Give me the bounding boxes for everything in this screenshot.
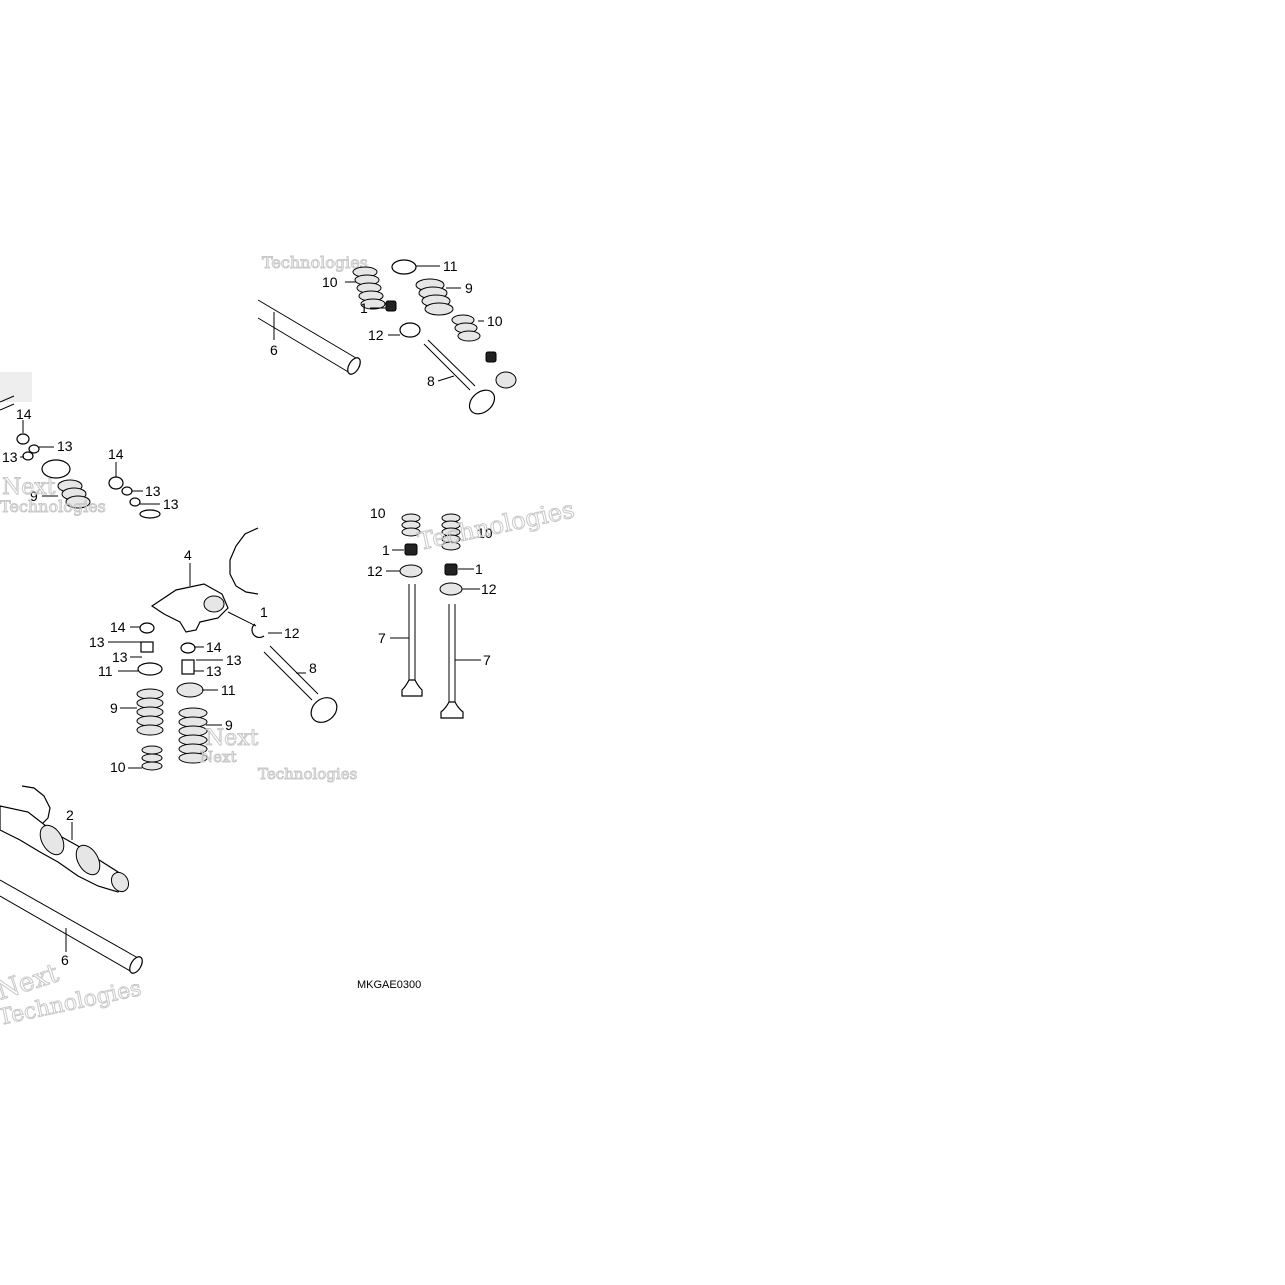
valve-7a-part — [401, 584, 423, 697]
callout-11: 11 — [443, 258, 458, 274]
callout-4: 4 — [184, 547, 192, 563]
spring-seat-12b-part — [439, 582, 463, 596]
rocker-arm-4-part — [150, 583, 229, 633]
callout-6: 6 — [270, 342, 278, 358]
callout-13: 13 — [206, 663, 222, 679]
retainer-11b-part — [176, 682, 204, 698]
spring-seat-12-part — [399, 322, 421, 338]
valve-7b-part — [440, 604, 464, 719]
callout-10: 10 — [477, 525, 493, 541]
shim-14-part — [16, 433, 30, 445]
spring-10b-part — [441, 513, 461, 551]
spring-9a-part — [136, 688, 164, 736]
callout-13: 13 — [112, 649, 128, 665]
callout-10: 10 — [370, 505, 386, 521]
spring-9b-part — [178, 707, 208, 764]
watermark-text: Technologies — [258, 765, 357, 783]
cotter-13-part — [140, 641, 154, 653]
valve-spring-10-part — [352, 266, 386, 310]
spring-10-part — [141, 745, 163, 771]
callout-1: 1 — [475, 561, 483, 577]
drawing-code: MKGAE0300 — [357, 979, 421, 991]
cotter-13c-part — [121, 486, 133, 496]
stem-seal-1a-part — [404, 543, 418, 556]
callout-7: 7 — [483, 652, 491, 668]
callout-12: 12 — [368, 327, 384, 343]
callout-1: 1 — [382, 542, 390, 558]
shim-14b-part — [180, 642, 196, 654]
retainer-11-part — [137, 662, 163, 676]
watermark-text: Technologies — [0, 497, 106, 516]
callout-7: 7 — [378, 630, 386, 646]
cotter-13d-part — [129, 497, 141, 507]
rocker-shaft-part — [257, 299, 361, 375]
callout-13: 13 — [163, 496, 179, 512]
panel-rocker-arm: 4 1 12 8 14 13 13 14 13 13 11 11 9 9 10 … — [89, 527, 358, 784]
callout-1: 1 — [360, 300, 368, 316]
spring-10a-part — [401, 513, 421, 537]
callout-10: 10 — [110, 759, 126, 775]
stem-seal-1-part — [385, 300, 397, 312]
valve-spring-10b-part — [451, 314, 481, 342]
panel-exhaust-valves: 10 10 1 12 1 12 7 7 Technologies — [367, 495, 577, 719]
cotter-13c-part — [181, 659, 195, 675]
rocker-shaft-6-part — [0, 879, 143, 974]
camshaft-2-part — [0, 805, 130, 893]
spring-seat-12a-part — [399, 564, 423, 578]
callout-9: 9 — [225, 717, 233, 733]
panel-valve-collets-left: 14 13 13 14 13 13 9 Next Technologies — [0, 372, 179, 519]
spring-retainer-11-part — [391, 259, 417, 275]
valve-8-part — [263, 645, 338, 723]
callout-12: 12 — [481, 581, 497, 597]
cam-sprocket-part — [229, 527, 259, 595]
stem-seal-part — [485, 351, 497, 363]
seal-1-part — [251, 623, 265, 639]
callout-9: 9 — [30, 488, 38, 504]
watermark-text: Next — [205, 726, 259, 751]
watermark-text: Technologies — [415, 495, 576, 555]
callout-2: 2 — [66, 807, 74, 823]
callout-11: 11 — [221, 682, 236, 698]
panel-valve-springs-top: Technologies — [257, 253, 517, 415]
callout-13: 13 — [145, 483, 161, 499]
cotter-13-part — [28, 444, 40, 454]
callout-14: 14 — [110, 619, 126, 635]
callout-1: 1 — [260, 604, 268, 620]
retainer-edge-part — [139, 509, 161, 519]
callout-14: 14 — [108, 446, 124, 462]
callout-10: 10 — [322, 274, 338, 290]
callout-12: 12 — [284, 625, 300, 641]
callout-9: 9 — [465, 280, 473, 296]
spring-9-part — [57, 479, 91, 509]
shim-14-part — [139, 622, 155, 634]
callout-8: 8 — [427, 373, 435, 389]
callout-13: 13 — [89, 634, 105, 650]
callout-14: 14 — [16, 406, 32, 422]
shim-14b-part — [108, 476, 124, 490]
callout-13: 13 — [226, 652, 242, 668]
watermark-text: Next — [2, 475, 56, 500]
callout-13: 13 — [2, 449, 18, 465]
callout-11: 11 — [98, 663, 113, 679]
shaded-area — [0, 372, 32, 402]
seat-part — [495, 371, 517, 389]
valve-8-part — [423, 339, 496, 415]
watermark-text: Technologies — [262, 253, 368, 272]
callout-6: 6 — [61, 952, 69, 968]
callout-9: 9 — [110, 700, 118, 716]
callout-8: 8 — [309, 660, 317, 676]
watermark-text: Next — [200, 748, 237, 766]
panel-camshaft: 2 6 Next Technologies — [0, 785, 144, 1031]
callout-13: 13 — [57, 438, 73, 454]
retainer-part — [41, 459, 71, 479]
callout-14: 14 — [206, 639, 222, 655]
stem-seal-1b-part — [444, 563, 458, 576]
callout-10: 10 — [487, 313, 503, 329]
valve-spring-9-part — [415, 278, 454, 316]
cotter-13b-part — [22, 451, 34, 461]
callout-12: 12 — [367, 563, 383, 579]
